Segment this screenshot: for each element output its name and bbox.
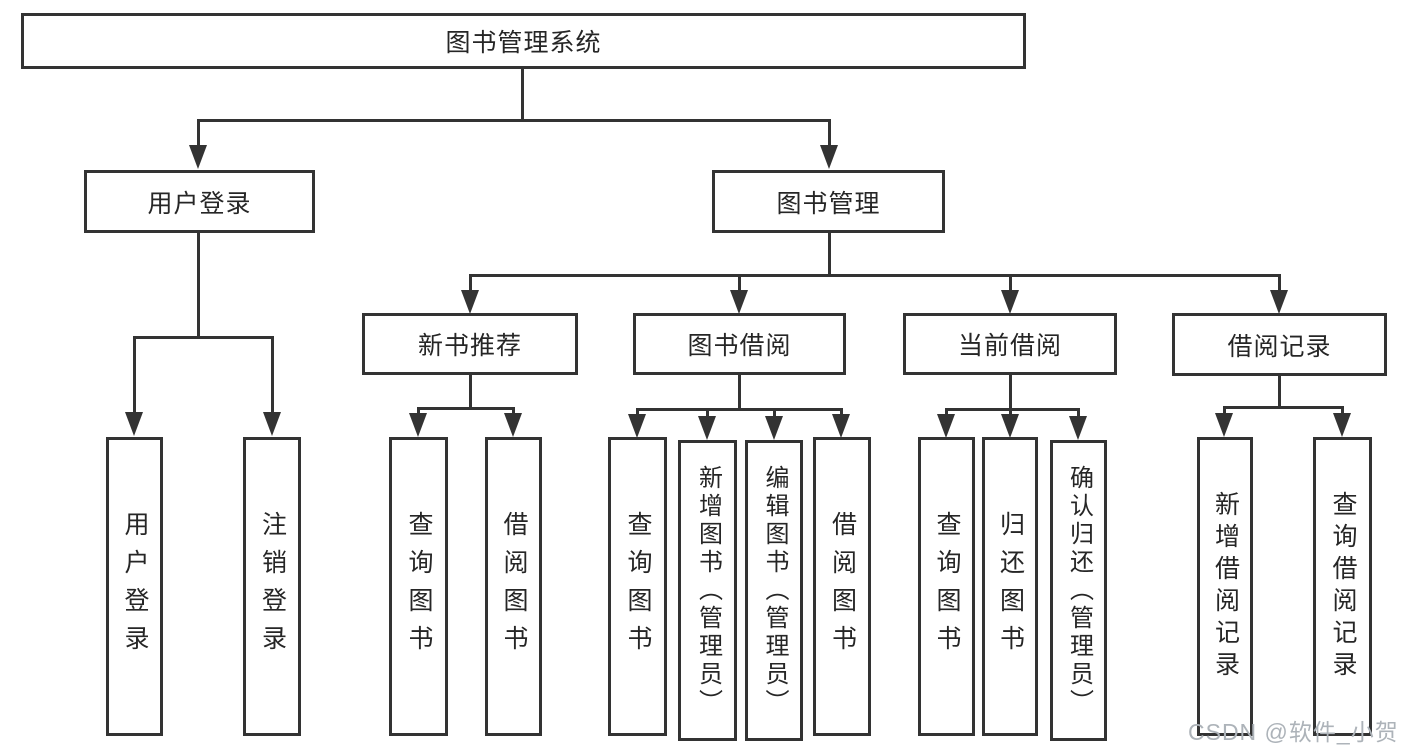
arrow-down-icon xyxy=(461,290,479,314)
leaf-borrow-books-newrec: 借阅图书 xyxy=(485,437,542,736)
node-user-login: 用户登录 xyxy=(84,170,315,233)
arrow-stem xyxy=(271,336,274,414)
leaf-user-login: 用户登录 xyxy=(106,437,163,736)
arrow-down-icon xyxy=(263,412,281,436)
leaf-confirm-return-admin: 确认归还（管理员） xyxy=(1050,440,1107,741)
leaf-add-books-admin: 新增图书（管理员） xyxy=(678,440,737,741)
connector-stem xyxy=(1278,376,1281,408)
connector-hline xyxy=(636,408,843,411)
connector-hline xyxy=(133,336,274,339)
arrow-stem xyxy=(1009,274,1012,292)
connector-hline xyxy=(945,408,1079,411)
arrow-stem xyxy=(773,408,776,418)
connector-hline xyxy=(469,274,1280,277)
leaf-return-books: 归还图书 xyxy=(982,437,1038,736)
arrow-down-icon xyxy=(1001,414,1019,438)
node-borrow-records-label: 借阅记录 xyxy=(1227,332,1332,361)
arrow-down-icon xyxy=(1270,290,1288,314)
leaf-edit-books-admin: 编辑图书（管理员） xyxy=(745,440,803,741)
node-book-management-label: 图书管理 xyxy=(776,189,881,218)
arrow-down-icon xyxy=(628,414,646,438)
leaf-query-books-borrow: 查询图书 xyxy=(608,437,667,736)
connector-stem xyxy=(197,232,200,338)
arrow-stem xyxy=(197,119,200,147)
leaf-query-books-current: 查询图书 xyxy=(918,437,975,736)
node-borrow-records: 借阅记录 xyxy=(1172,313,1387,376)
arrow-stem xyxy=(133,336,136,414)
connector-stem xyxy=(1009,375,1012,410)
arrow-down-icon xyxy=(820,145,838,169)
arrow-stem xyxy=(512,407,515,415)
arrow-down-icon xyxy=(504,413,522,437)
node-current-borrow-label: 当前借阅 xyxy=(957,332,1062,360)
node-root-label: 图书管理系统 xyxy=(445,29,602,57)
arrow-down-icon xyxy=(1333,413,1351,437)
arrow-down-icon xyxy=(1069,416,1087,440)
connector-stem xyxy=(738,375,741,410)
arrow-stem xyxy=(469,274,472,292)
leaf-query-borrow-record: 查询借阅记录 xyxy=(1313,437,1372,736)
arrow-down-icon xyxy=(765,416,783,440)
arrow-down-icon xyxy=(698,416,716,440)
leaf-query-books-newrec: 查询图书 xyxy=(389,437,448,736)
arrow-stem xyxy=(945,408,948,416)
node-new-book-recommend-label: 新书推荐 xyxy=(417,332,522,360)
arrow-stem xyxy=(840,408,843,416)
connector-hline xyxy=(417,407,515,410)
arrow-stem xyxy=(1077,408,1080,418)
arrow-down-icon xyxy=(832,414,850,438)
connector-stem xyxy=(828,232,831,276)
connector-stem xyxy=(521,69,524,122)
arrow-stem xyxy=(636,408,639,416)
arrow-stem xyxy=(828,119,831,147)
node-new-book-recommend: 新书推荐 xyxy=(362,313,578,375)
arrow-down-icon xyxy=(125,412,143,436)
connector-hline xyxy=(197,119,831,122)
arrow-stem xyxy=(1278,274,1281,292)
node-root: 图书管理系统 xyxy=(21,13,1026,69)
node-book-borrow-label: 图书借阅 xyxy=(687,332,792,360)
arrow-down-icon xyxy=(409,413,427,437)
arrow-down-icon xyxy=(189,145,207,169)
node-current-borrow: 当前借阅 xyxy=(903,313,1117,375)
connector-hline xyxy=(1223,406,1344,409)
node-book-borrow: 图书借阅 xyxy=(633,313,846,375)
arrow-stem xyxy=(1341,406,1344,415)
node-user-login-label: 用户登录 xyxy=(147,189,252,218)
arrow-down-icon xyxy=(1001,290,1019,314)
arrow-stem xyxy=(417,407,420,415)
leaf-borrow-books-borrow: 借阅图书 xyxy=(813,437,871,736)
node-book-management: 图书管理 xyxy=(712,170,945,233)
arrow-down-icon xyxy=(1215,413,1233,437)
watermark: CSDN @软件_小贺同学 xyxy=(1188,719,1399,745)
arrow-down-icon xyxy=(730,290,748,314)
arrow-stem xyxy=(706,408,709,418)
arrow-stem xyxy=(738,274,741,292)
leaf-add-borrow-record: 新增借阅记录 xyxy=(1197,437,1253,736)
connector-stem xyxy=(469,375,472,409)
arrow-stem xyxy=(1223,406,1226,415)
leaf-logout-login: 注销登录 xyxy=(243,437,301,736)
arrow-stem xyxy=(1009,408,1012,416)
arrow-down-icon xyxy=(937,414,955,438)
